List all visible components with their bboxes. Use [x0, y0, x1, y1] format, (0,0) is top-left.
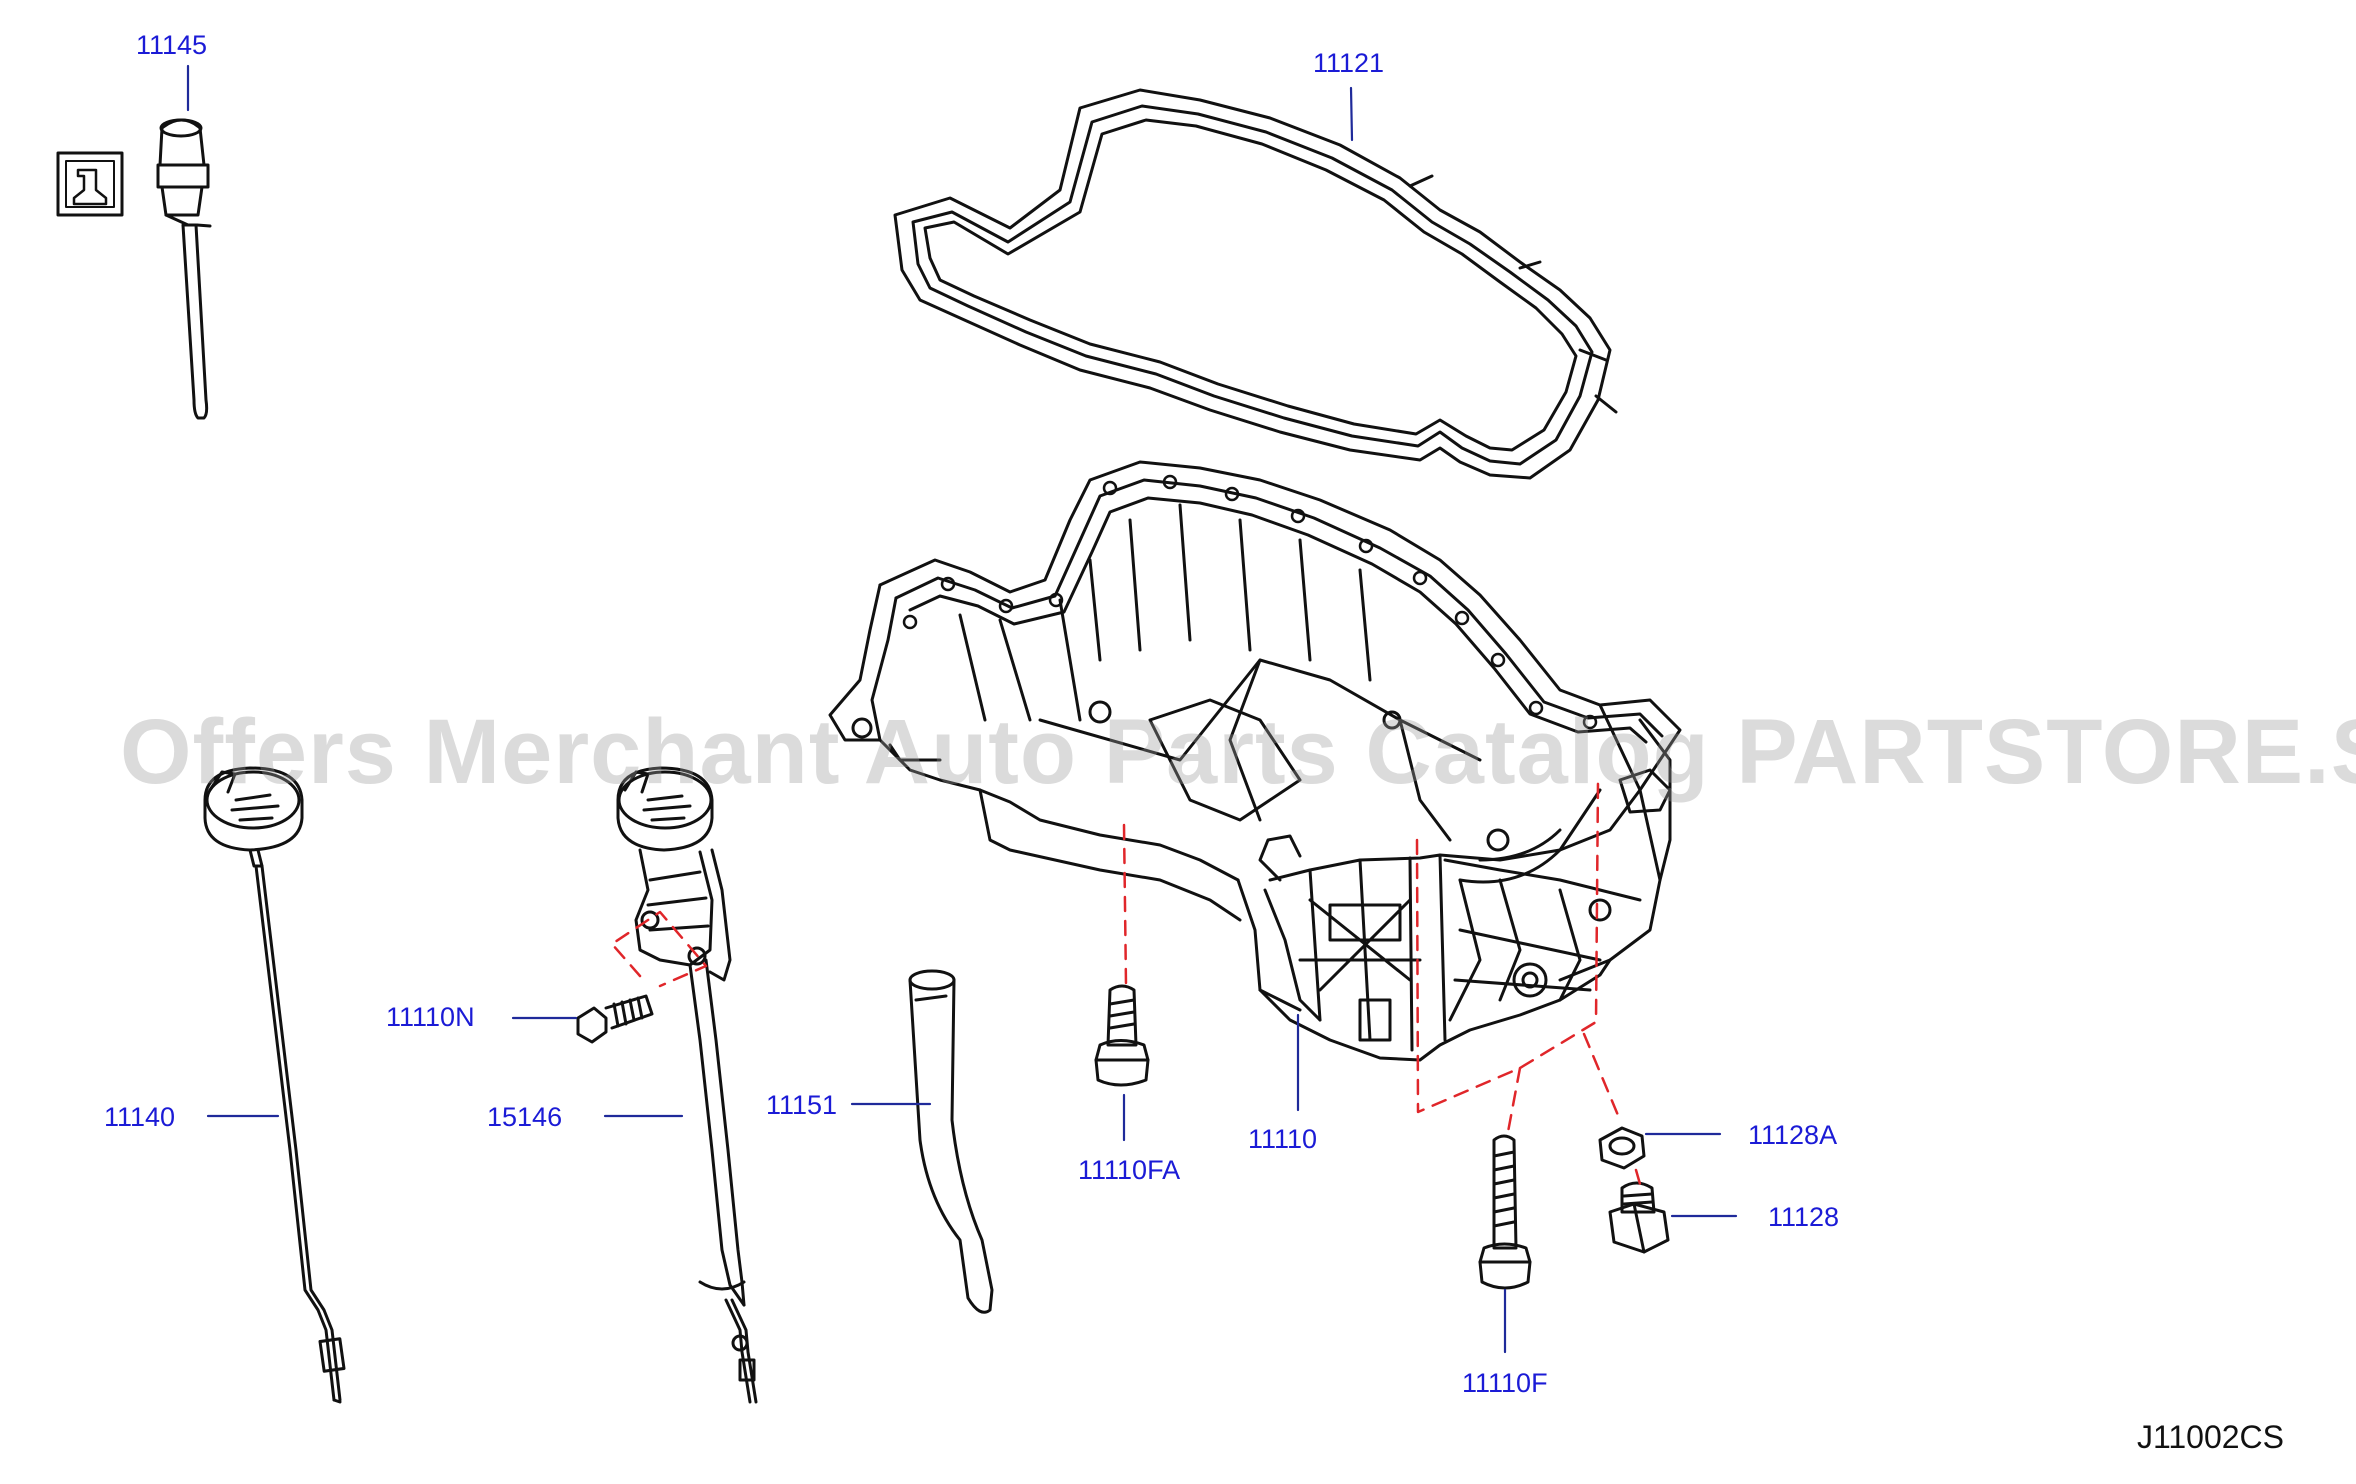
oil-gauge-tube — [908, 969, 994, 1314]
washer-11128A — [1598, 1126, 1646, 1170]
oil-pressure-switch — [156, 118, 212, 420]
leader-11121 — [1349, 86, 1354, 142]
callout-11128A[interactable]: 11128A — [1748, 1120, 1838, 1150]
callout-11128[interactable]: 11128 — [1768, 1202, 1840, 1232]
bolt-11110F — [1478, 1134, 1532, 1290]
alignment-guides — [610, 778, 1642, 1186]
oil-level-gauge-guide — [616, 766, 758, 1404]
callout-11110[interactable]: 11110 — [1248, 1124, 1318, 1154]
oil-pan — [828, 460, 1682, 1062]
callout-11145[interactable]: 11145 — [136, 30, 208, 60]
oil-level-gauge — [203, 766, 346, 1404]
callout-11140[interactable]: 11140 — [104, 1102, 176, 1132]
callout-11110F[interactable]: 11110F — [1462, 1368, 1548, 1398]
callout-11151[interactable]: 11151 — [766, 1090, 838, 1120]
bolt-11110N — [576, 994, 654, 1044]
diagram-code: J11002CS — [2136, 1419, 2284, 1455]
callout-11121[interactable]: 11121 — [1313, 48, 1385, 78]
bolt-11110FA — [1094, 984, 1150, 1087]
oil-pan-gasket — [893, 88, 1618, 480]
drain-plug-11128 — [1608, 1181, 1670, 1254]
reference-symbol-icon — [56, 151, 124, 217]
callout-15146[interactable]: 15146 — [487, 1102, 563, 1132]
callout-11110N[interactable]: 11110N — [386, 1002, 475, 1032]
callout-11110FA[interactable]: 11110FA — [1078, 1155, 1181, 1185]
